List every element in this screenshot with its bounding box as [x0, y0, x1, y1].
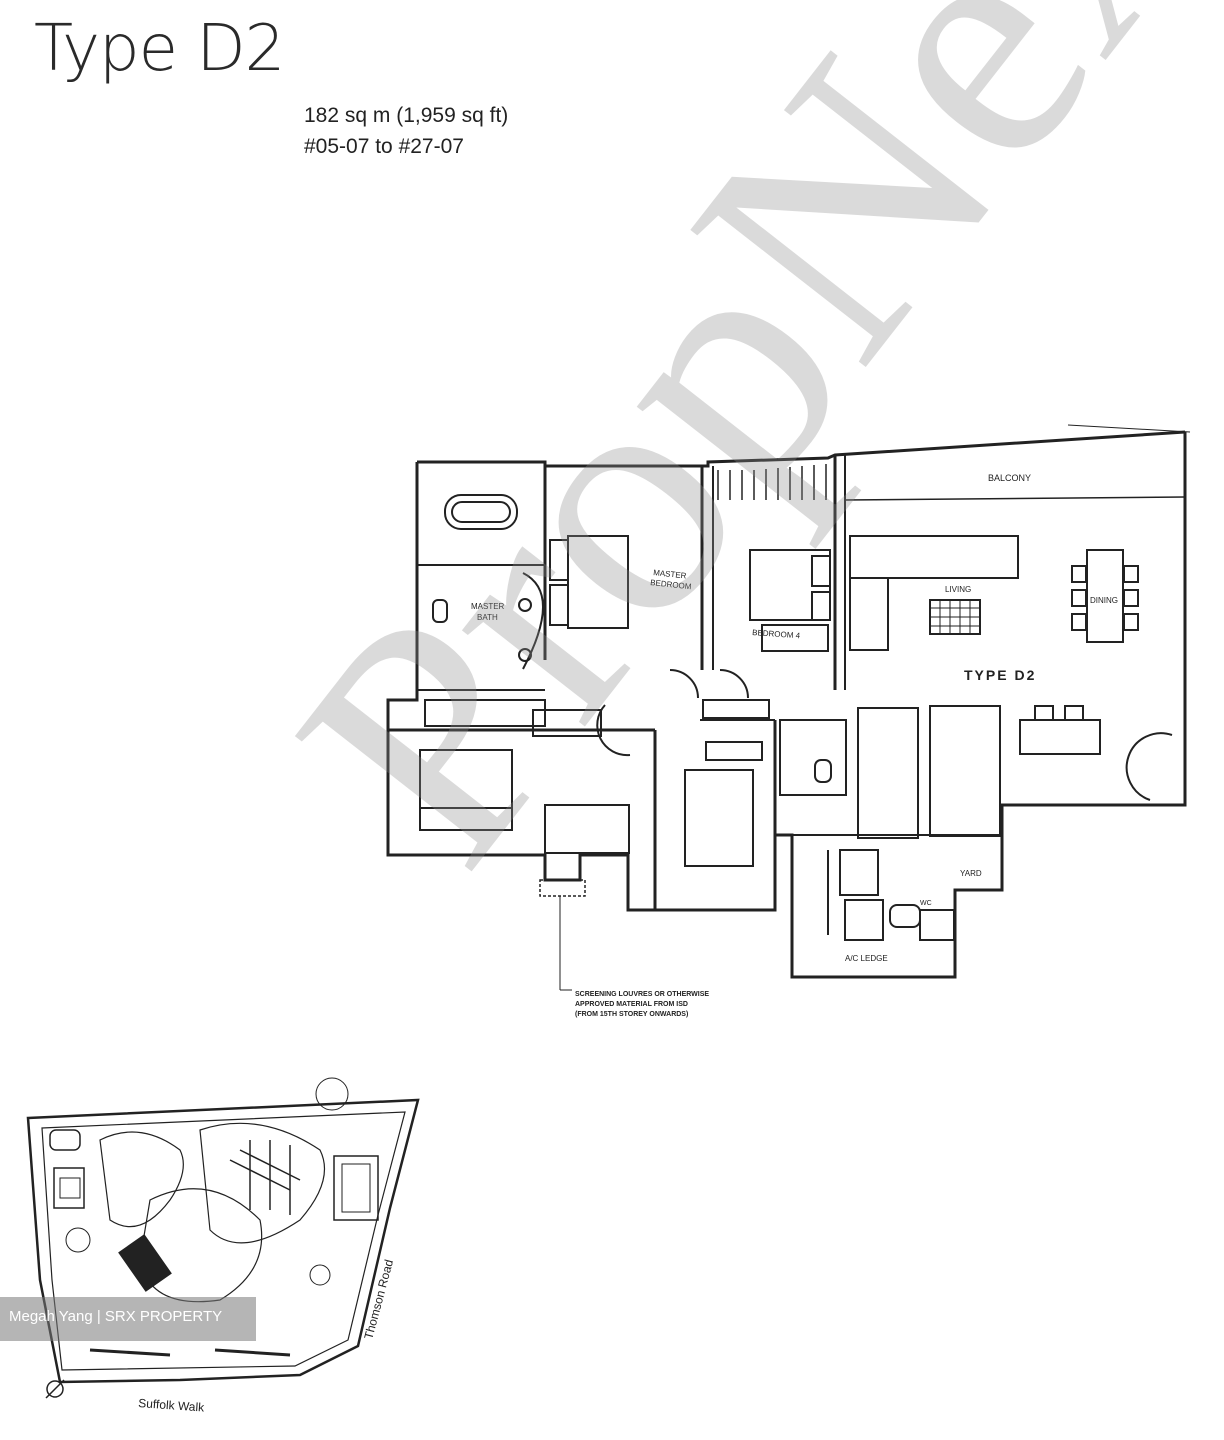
- room-dining: DINING: [1090, 596, 1118, 605]
- room-yard: YARD: [960, 869, 982, 878]
- room-master-bath-1: MASTER: [471, 602, 505, 611]
- unit-type-label: TYPE D2: [964, 667, 1036, 683]
- screening-note-3: (FROM 15TH STOREY ONWARDS): [575, 1011, 688, 1018]
- agent-label: Megah Yang | SRX PROPERTY: [9, 1308, 223, 1325]
- unit-area: 182 sq m (1,959 sq ft): [304, 104, 509, 127]
- unit-range: #05-07 to #27-07: [304, 135, 464, 158]
- room-master-bedroom-2: BEDROOM: [650, 578, 692, 591]
- outer-wall: [386, 432, 1187, 979]
- room-wc: WC: [920, 900, 932, 907]
- screening-note-2: APPROVED MATERIAL FROM ISD: [575, 1001, 688, 1008]
- road-south-label: Suffolk Walk: [138, 1396, 206, 1415]
- unit-meta: 182 sq m (1,959 sq ft) #05-07 to #27-07: [304, 100, 508, 162]
- unit-type-title: Type D2: [34, 12, 285, 86]
- site-plan: [26, 1077, 420, 1399]
- room-bedroom-4: BEDROOM 4: [752, 628, 801, 640]
- room-ac-ledge: A/C LEDGE: [845, 954, 888, 963]
- room-master-bedroom-1: MASTER: [653, 568, 687, 580]
- room-living: LIVING: [945, 585, 971, 594]
- road-east-label: Thomson Road: [361, 1258, 396, 1341]
- room-master-bath-2: BATH: [477, 613, 498, 622]
- top-wall: [417, 430, 1186, 468]
- agent-band: [0, 1297, 256, 1341]
- room-balcony: BALCONY: [988, 473, 1031, 483]
- screening-note-1: SCREENING LOUVRES OR OTHERWISE: [575, 991, 709, 998]
